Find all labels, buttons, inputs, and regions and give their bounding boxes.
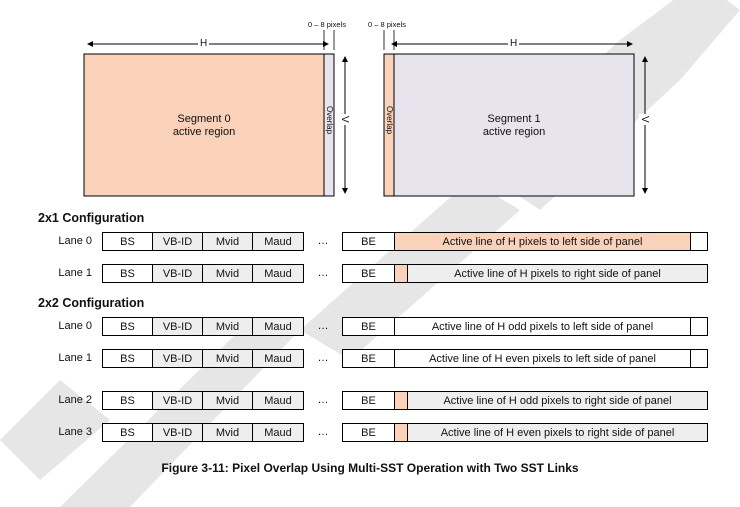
- maud-field: Maud: [252, 317, 304, 336]
- v-label-right: V: [639, 114, 650, 125]
- vbid-field: VB-ID: [152, 349, 203, 368]
- overlap-cell: [690, 317, 708, 336]
- maud-field: Maud: [252, 349, 304, 368]
- be-field: BE: [342, 232, 395, 251]
- lane-label: Lane 2: [58, 394, 92, 406]
- bs-field: BS: [102, 423, 153, 442]
- active-line-field: Active line of H even pixels to right si…: [407, 423, 708, 442]
- bs-field: BS: [102, 317, 153, 336]
- lane-label: Lane 1: [58, 267, 92, 279]
- be-field: BE: [342, 317, 395, 336]
- bs-field: BS: [102, 391, 153, 410]
- ellipsis: …: [317, 394, 329, 406]
- bs-field: BS: [102, 264, 153, 283]
- overlap-cell: [394, 391, 408, 410]
- vbid-field: VB-ID: [152, 232, 203, 251]
- be-field: BE: [342, 349, 395, 368]
- mvid-field: Mvid: [202, 391, 253, 410]
- lane-label: Lane 0: [58, 320, 92, 332]
- maud-field: Maud: [252, 423, 304, 442]
- segment0-region: [83, 53, 325, 197]
- segment1-region: [393, 53, 635, 197]
- maud-field: Maud: [252, 391, 304, 410]
- mvid-field: Mvid: [202, 232, 253, 251]
- be-field: BE: [342, 391, 395, 410]
- mvid-field: Mvid: [202, 349, 253, 368]
- lane-label: Lane 0: [58, 235, 92, 247]
- lane-label: Lane 3: [58, 426, 92, 438]
- config-2x2-title: 2x2 Configuration: [38, 296, 145, 310]
- overlap-cell: [394, 423, 408, 442]
- overlap-range-right-label: 0 – 8 pixels: [368, 20, 406, 29]
- v-label-left: V: [339, 114, 350, 125]
- vbid-field: VB-ID: [152, 423, 203, 442]
- overlap-cell: [690, 232, 708, 251]
- bs-field: BS: [102, 232, 153, 251]
- vbid-field: VB-ID: [152, 391, 203, 410]
- bs-field: BS: [102, 349, 153, 368]
- vbid-field: VB-ID: [152, 264, 203, 283]
- mvid-field: Mvid: [202, 423, 253, 442]
- segment0-overlap: [323, 53, 335, 197]
- overlap-label-right: Overlap: [385, 106, 394, 135]
- be-field: BE: [342, 264, 395, 283]
- segment-diagram: [83, 30, 648, 197]
- maud-field: Maud: [252, 232, 304, 251]
- overlap-cell: [394, 264, 408, 283]
- active-line-field: Active line of H odd pixels to right sid…: [407, 391, 708, 410]
- segment1-label: Segment 1 active region: [482, 113, 546, 138]
- be-field: BE: [342, 423, 395, 442]
- active-line-field: Active line of H pixels to left side of …: [394, 232, 691, 251]
- lane-label: Lane 1: [58, 352, 92, 364]
- vbid-field: VB-ID: [152, 317, 203, 336]
- ellipsis: …: [317, 426, 329, 438]
- ellipsis: …: [317, 320, 329, 332]
- segment0-label: Segment 0 active region: [172, 113, 236, 138]
- config-2x1-title: 2x1 Configuration: [38, 211, 145, 225]
- maud-field: Maud: [252, 264, 304, 283]
- ellipsis: …: [317, 267, 329, 279]
- active-line-field: Active line of H pixels to right side of…: [407, 264, 708, 283]
- active-line-field: Active line of H even pixels to left sid…: [394, 349, 691, 368]
- overlap-label-left: Overlap: [325, 106, 334, 135]
- overlap-range-left-label: 0 – 8 pixels: [308, 20, 346, 29]
- mvid-field: Mvid: [202, 317, 253, 336]
- ellipsis: …: [317, 235, 329, 247]
- overlap-cell: [690, 349, 708, 368]
- h-label-left: H: [198, 38, 210, 49]
- ellipsis: …: [317, 352, 329, 364]
- mvid-field: Mvid: [202, 264, 253, 283]
- active-line-field: Active line of H odd pixels to left side…: [394, 317, 691, 336]
- h-label-right: H: [508, 38, 520, 49]
- figure-caption: Figure 3-11: Pixel Overlap Using Multi-S…: [161, 461, 579, 475]
